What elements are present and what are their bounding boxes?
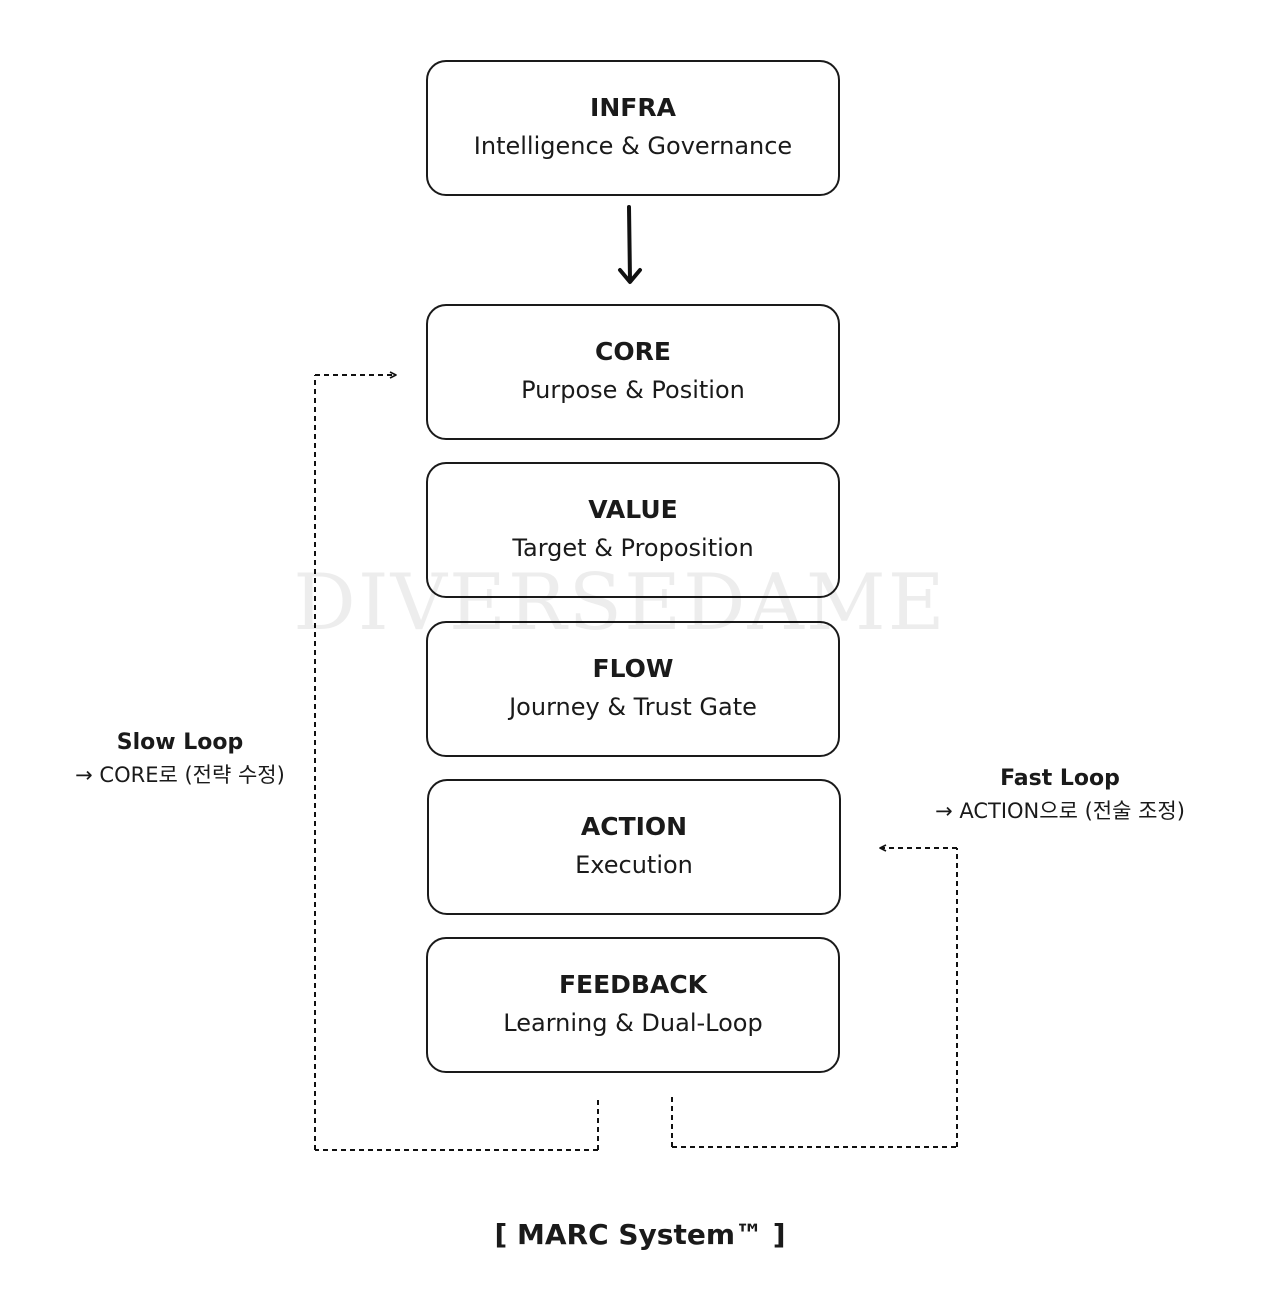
slow-loop-title: Slow Loop — [116, 730, 244, 755]
block-subtitle: Purpose & Position — [521, 376, 745, 404]
feedback-block: FEEDBACK Learning & Dual-Loop — [426, 937, 840, 1073]
block-subtitle: Execution — [575, 851, 693, 879]
infra-to-core-arrow — [618, 205, 642, 284]
block-subtitle: Target & Proposition — [512, 534, 754, 562]
fast-loop-path — [671, 844, 958, 1148]
slow-loop-path — [314, 371, 599, 1151]
value-block: VALUE Target & Proposition — [426, 462, 840, 598]
block-title: VALUE — [588, 495, 678, 524]
flow-block: FLOW Journey & Trust Gate — [426, 621, 840, 757]
system-label: [ MARC System™ ] — [494, 1218, 786, 1251]
core-block: CORE Purpose & Position — [426, 304, 840, 440]
block-title: CORE — [595, 337, 671, 366]
fast-loop-title: Fast Loop — [1000, 766, 1120, 791]
slow-loop-description: → CORE로 (전략 수정) — [75, 763, 285, 787]
block-title: FLOW — [592, 654, 674, 683]
fast-loop-description: → ACTION으로 (전술 조정) — [935, 799, 1185, 823]
block-title: ACTION — [580, 812, 688, 841]
block-subtitle: Learning & Dual-Loop — [503, 1009, 763, 1037]
block-title: INFRA — [590, 93, 676, 122]
infra-block: INFRA Intelligence & Governance — [426, 60, 840, 196]
block-subtitle: Intelligence & Governance — [473, 132, 793, 160]
slow-loop-label: Slow Loop → CORE로 (전략 수정) — [40, 728, 320, 792]
action-block: ACTION Execution — [427, 779, 841, 915]
fast-loop-label: Fast Loop → ACTION으로 (전술 조정) — [905, 764, 1215, 828]
block-subtitle: Journey & Trust Gate — [509, 693, 757, 721]
block-title: FEEDBACK — [558, 970, 708, 999]
